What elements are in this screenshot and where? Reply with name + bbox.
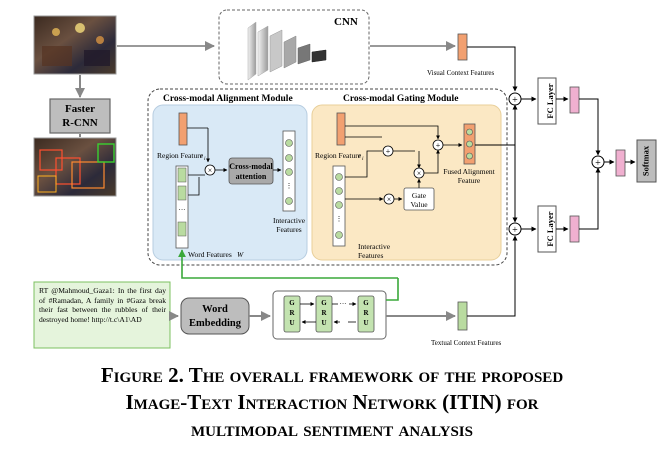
svg-text:U: U bbox=[289, 319, 294, 327]
word-embedding-label-1: Word bbox=[202, 304, 228, 315]
svg-text:+: + bbox=[512, 95, 518, 106]
gru-dots: ··· bbox=[340, 300, 347, 308]
svg-text:×: × bbox=[387, 195, 392, 204]
svg-text:U: U bbox=[363, 319, 368, 327]
svg-text:+: + bbox=[436, 141, 441, 150]
caption-line-2: Image-Text Interaction Network (ITIN) fo… bbox=[125, 390, 539, 414]
fc-layer-top: FC Layer bbox=[537, 77, 557, 125]
cross-modal-attention-label-2: attention bbox=[236, 172, 267, 181]
svg-text:R: R bbox=[289, 309, 295, 317]
gru-encoder: G R U G R U ··· G R U bbox=[272, 290, 387, 340]
tweet-box bbox=[33, 281, 171, 349]
tweet-text: RT @Mahmoud_Gaza1: In the first day of #… bbox=[39, 286, 166, 324]
region-feature-bar bbox=[178, 112, 188, 146]
svg-text:⋮: ⋮ bbox=[286, 182, 293, 190]
detected-regions-image bbox=[33, 137, 117, 197]
word-embedding-box: Word Embedding bbox=[180, 297, 250, 335]
faster-rcnn-label-1: Faster bbox=[65, 103, 95, 115]
fc-layer-bottom: FC Layer bbox=[537, 205, 557, 253]
gating-region-feature-sub: i bbox=[362, 156, 364, 162]
cross-modal-attention-box bbox=[228, 157, 274, 185]
interactive-features-label-1: Interactive bbox=[273, 216, 306, 225]
textual-context-feature-bar bbox=[457, 301, 468, 331]
cross-modal-alignment-module: Cross-modal Alignment Module Region Feat… bbox=[152, 94, 308, 261]
itin-framework-diagram: Faster R-CNN CNN Visual Context Features… bbox=[33, 9, 657, 349]
svg-text:G: G bbox=[289, 299, 295, 307]
interaction-container bbox=[147, 88, 508, 266]
cnn-label: CNN bbox=[334, 16, 358, 28]
fused-output-bar bbox=[615, 149, 626, 177]
gating-region-feature-bar bbox=[336, 112, 346, 146]
word-features-dots: ··· bbox=[179, 206, 186, 214]
textual-fc-output-bar bbox=[569, 215, 580, 243]
svg-text:⋮: ⋮ bbox=[336, 215, 343, 223]
region-feature-var: r bbox=[200, 151, 203, 160]
cnn-module: CNN bbox=[218, 9, 370, 85]
faster-rcnn-label-2: R-CNN bbox=[62, 117, 97, 129]
svg-text:U: U bbox=[321, 319, 326, 327]
svg-text:×: × bbox=[208, 166, 213, 175]
gating-region-feature-var: r bbox=[358, 151, 361, 160]
alignment-module-title: Cross-modal Alignment Module bbox=[163, 94, 293, 104]
svg-text:G: G bbox=[363, 299, 369, 307]
fc-layer-bottom-label: FC Layer bbox=[545, 211, 555, 246]
visual-context-label: Visual Context Features bbox=[427, 69, 495, 77]
region-feature-sub: i bbox=[204, 156, 206, 162]
svg-text:R: R bbox=[363, 309, 369, 317]
word-features-label: Word Features bbox=[188, 250, 232, 259]
visual-fc-output-bar bbox=[569, 86, 580, 114]
caption-line-3: multimodal sentiment analysis bbox=[191, 417, 473, 441]
fused-alignment-label-1: Fused Alignment bbox=[443, 167, 495, 176]
svg-text:+: + bbox=[386, 147, 391, 156]
svg-text:+: + bbox=[512, 225, 518, 236]
word-features-var: W bbox=[237, 250, 244, 259]
softmax-label: Softmax bbox=[640, 145, 650, 176]
svg-text:+: + bbox=[595, 158, 601, 169]
fc-layer-top-label: FC Layer bbox=[545, 83, 555, 118]
cross-modal-attention-label-1: Cross-modal bbox=[229, 162, 273, 171]
textual-context-label: Textual Context Features bbox=[431, 339, 502, 347]
word-embedding-label-2: Embedding bbox=[189, 318, 242, 329]
interactive-features-label-2: Features bbox=[276, 225, 301, 234]
gating-module-title: Cross-modal Gating Module bbox=[343, 94, 458, 104]
svg-text:G: G bbox=[321, 299, 327, 307]
gating-interactive-label-1: Interactive bbox=[358, 242, 391, 251]
softmax-box: Softmax bbox=[636, 139, 657, 183]
faster-rcnn-box: Faster R-CNN bbox=[49, 98, 111, 134]
svg-text:R: R bbox=[321, 309, 327, 317]
fused-alignment-label-2: Feature bbox=[458, 176, 481, 185]
input-image bbox=[33, 15, 117, 75]
region-feature-label: Region Feature bbox=[157, 151, 204, 160]
caption-line-1: Figure 2. The overall framework of the p… bbox=[100, 363, 564, 387]
cross-modal-gating-module: Cross-modal Gating Module Region Feature… bbox=[311, 94, 502, 261]
visual-context-feature-bar bbox=[457, 33, 468, 61]
svg-text:×: × bbox=[417, 169, 422, 178]
gate-value-label-2: Value bbox=[410, 200, 428, 209]
gating-region-feature-label: Region Feature bbox=[315, 151, 362, 160]
gate-value-label-1: Gate bbox=[412, 191, 427, 200]
gating-interactive-label-2: Features bbox=[358, 251, 383, 260]
